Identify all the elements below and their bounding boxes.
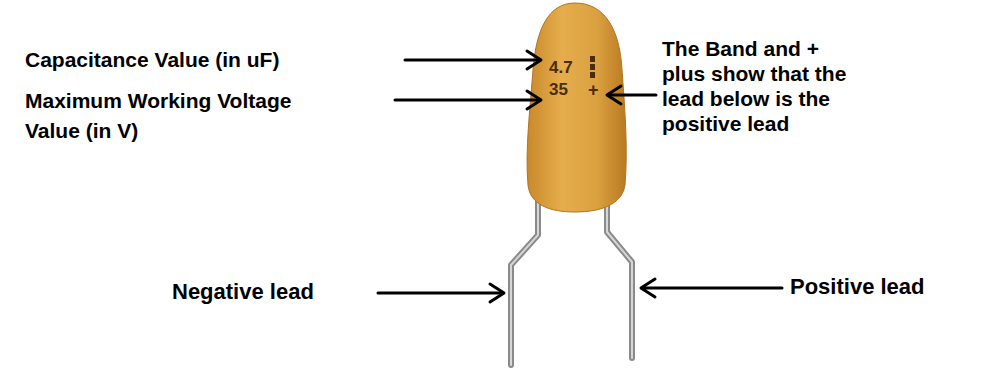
lead-label: Positive lead bbox=[790, 274, 925, 300]
polarity-band bbox=[590, 56, 595, 78]
voltage-marking: 35 bbox=[549, 80, 568, 100]
polarity-plus: + bbox=[588, 79, 599, 101]
polarity-note: The Band and + plus show that the lead b… bbox=[662, 36, 858, 136]
callout-label: Capacitance Value (in uF) bbox=[25, 47, 279, 72]
capacitor-body bbox=[527, 3, 626, 212]
callout-label: Maximum Working Voltage Value (in V) bbox=[25, 86, 310, 146]
capacitance-marking: 4.7 bbox=[549, 58, 573, 78]
lead-label: Negative lead bbox=[172, 279, 314, 305]
capacitor-leads bbox=[511, 200, 632, 365]
